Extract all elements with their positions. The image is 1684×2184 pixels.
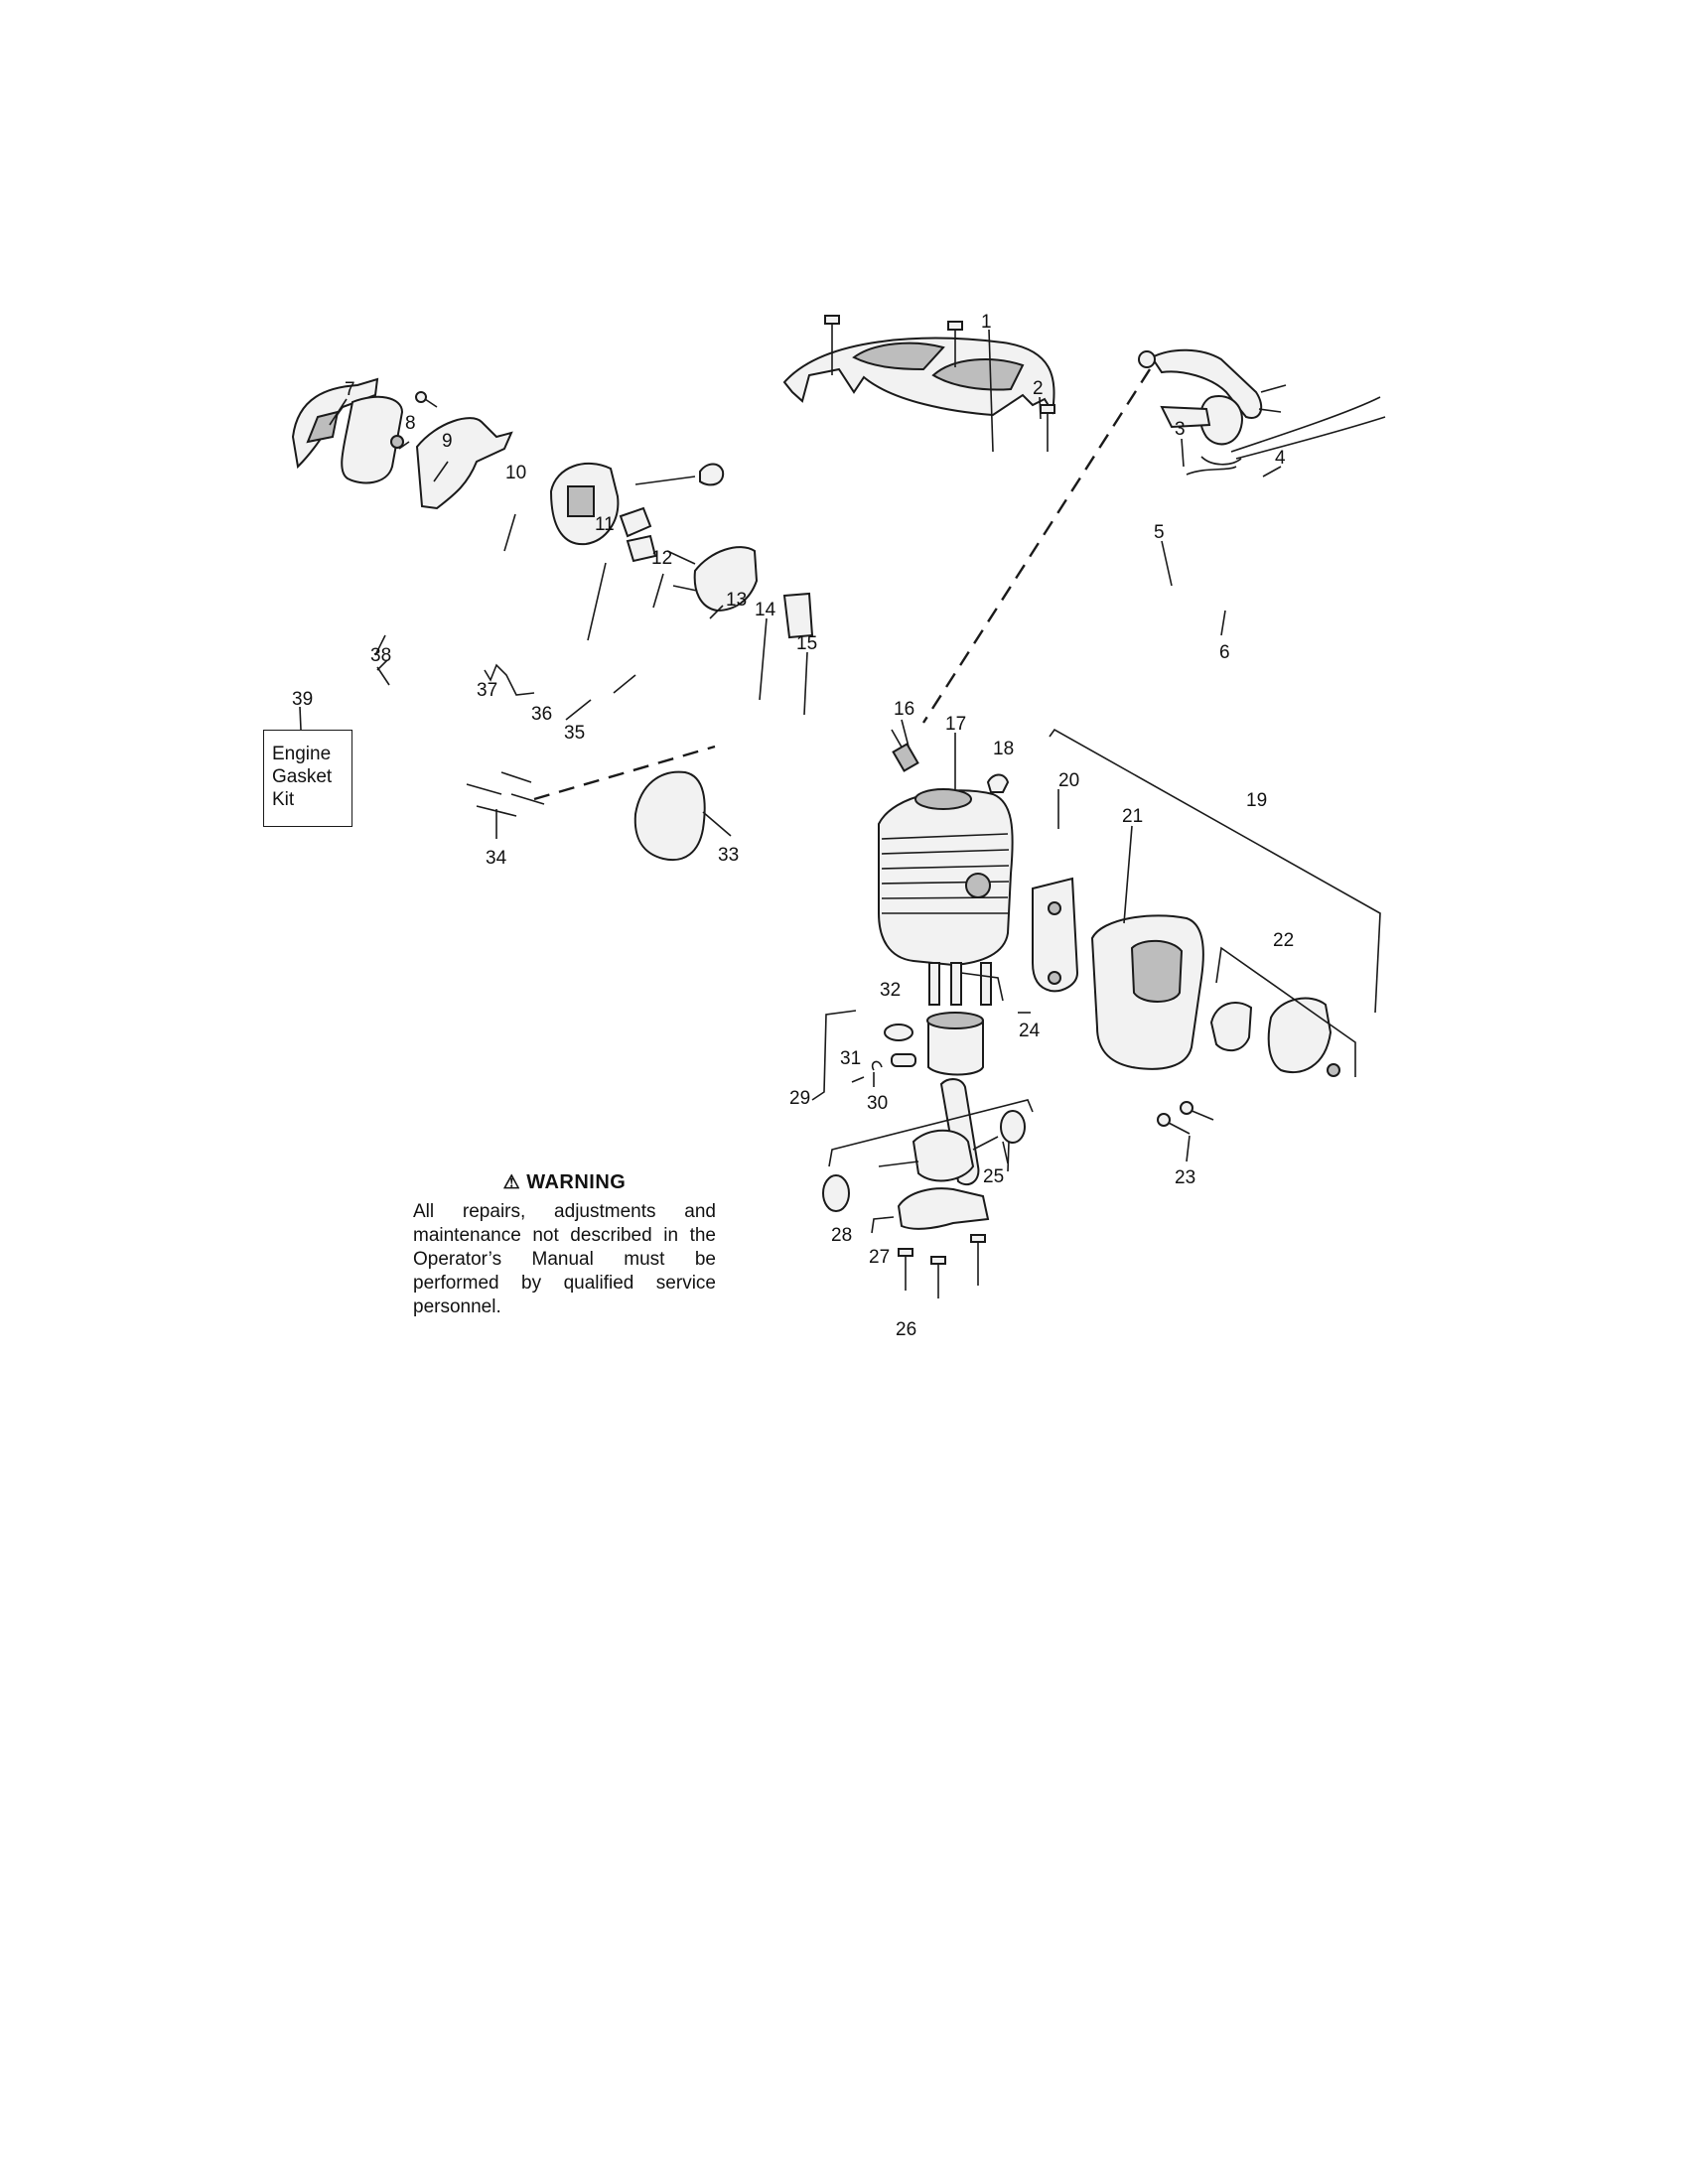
- part-label-4: 4: [1275, 448, 1286, 469]
- cylinder-studs: [928, 962, 992, 1006]
- spark-plug-clip: [986, 773, 1010, 793]
- intake-fitting: [699, 463, 725, 486]
- cylinder: [878, 788, 1014, 967]
- part-label-16: 16: [894, 699, 914, 720]
- warning-heading: ⚠WARNING: [413, 1171, 716, 1194]
- part-label-39: 39: [292, 689, 313, 710]
- part-label-25: 25: [983, 1166, 1004, 1187]
- kit-box-line-1: Engine: [272, 744, 332, 764]
- intake-gasket: [782, 592, 814, 639]
- kit-box-line-3: Kit: [272, 789, 295, 810]
- warning-notice: ⚠WARNING All repairs, adjustments and ma…: [413, 1171, 716, 1319]
- part-label-5: 5: [1154, 522, 1165, 543]
- warning-triangle-icon: ⚠: [502, 1172, 521, 1193]
- ignition-module: [1138, 348, 1287, 446]
- crank-bearing-left: [822, 1174, 850, 1212]
- part-label-20: 20: [1058, 770, 1079, 791]
- muffler-bolts: [1157, 1101, 1214, 1135]
- part-label-35: 35: [564, 723, 585, 744]
- muffler-group-bracket: [1049, 728, 1381, 1014]
- part-label-6: 6: [1219, 642, 1230, 663]
- intake-dashed-line: [533, 745, 716, 801]
- part-label-34: 34: [486, 848, 507, 869]
- part-label-21: 21: [1122, 806, 1143, 827]
- part-label-3: 3: [1175, 419, 1186, 440]
- part-label-29: 29: [789, 1088, 810, 1109]
- part-label-27: 27: [869, 1247, 890, 1268]
- part-label-32: 32: [880, 980, 901, 1001]
- impulse-hose: [619, 506, 652, 538]
- part-label-33: 33: [718, 845, 739, 866]
- air-filter: [341, 395, 404, 484]
- kit-box-line-2: Gasket: [272, 766, 333, 787]
- cylinder-stud-bracket: [960, 972, 1004, 1002]
- part-label-9: 9: [442, 431, 453, 452]
- muffler-nut: [1327, 1063, 1340, 1077]
- part-label-7: 7: [345, 379, 355, 400]
- ground-bracket: [1160, 405, 1211, 429]
- crankcase: [897, 1187, 990, 1230]
- part-label-26: 26: [896, 1319, 916, 1340]
- piston-ring: [884, 1024, 913, 1041]
- crankcase-bracket: [871, 1216, 895, 1234]
- part-label-12: 12: [651, 548, 672, 569]
- crankcase-screws: [898, 1234, 986, 1298]
- part-label-24: 24: [1019, 1021, 1041, 1041]
- part-label-22: 22: [1273, 930, 1294, 951]
- intake-bolts: [466, 771, 545, 817]
- shroud-screws: [824, 315, 1055, 452]
- intake-manifold: [693, 546, 759, 613]
- part-label-15: 15: [796, 633, 817, 654]
- part-label-11: 11: [595, 514, 615, 535]
- crank-bearing-right: [1000, 1110, 1026, 1144]
- part-label-37: 37: [477, 680, 497, 701]
- piston-clip: [871, 1060, 883, 1071]
- muffler-cover: [1267, 997, 1333, 1074]
- part-label-17: 17: [945, 714, 966, 735]
- part-label-13: 13: [726, 590, 747, 611]
- crank-group-bracket: [828, 1099, 1034, 1167]
- engine-gasket-kit-box: Engine Gasket Kit: [263, 730, 352, 827]
- part-label-19: 19: [1246, 790, 1267, 811]
- muffler-cover-bracket: [1215, 946, 1356, 1077]
- spark-arrestor: [1209, 1002, 1253, 1052]
- muffler-gasket: [1032, 877, 1079, 993]
- part-label-14: 14: [755, 600, 776, 620]
- wire-harness: [1186, 396, 1386, 476]
- carburetor-gasket: [626, 534, 657, 563]
- warning-title: WARNING: [526, 1171, 627, 1193]
- muffler-face: [1130, 939, 1184, 1003]
- leader-lines: [299, 329, 1282, 1172]
- spark-plug: [891, 729, 919, 772]
- warning-text: All repairs, adjustments and maintenance…: [413, 1201, 716, 1317]
- part-label-28: 28: [831, 1225, 852, 1246]
- part-label-23: 23: [1175, 1167, 1195, 1188]
- throttle-rod: [484, 663, 535, 696]
- intake-boot-gasket: [633, 770, 706, 862]
- carburetor-body: [567, 485, 595, 517]
- piston-group-bracket: [811, 1010, 857, 1101]
- part-label-2: 2: [1033, 378, 1044, 399]
- part-label-31: 31: [840, 1048, 861, 1069]
- choke-rod: [634, 476, 696, 485]
- piston-pin: [891, 1053, 916, 1067]
- cylinder-shroud: [782, 337, 1055, 417]
- part-label-18: 18: [993, 739, 1014, 759]
- filter-screw: [415, 391, 438, 408]
- part-label-36: 36: [531, 704, 552, 725]
- ignition-lead-dashed: [921, 368, 1152, 724]
- filter-nut: [390, 435, 404, 449]
- part-label-30: 30: [867, 1093, 888, 1114]
- part-label-1: 1: [981, 312, 992, 333]
- crankshaft: [878, 1078, 999, 1186]
- part-label-38: 38: [370, 645, 391, 666]
- part-label-8: 8: [405, 413, 416, 434]
- filter-base: [415, 417, 513, 510]
- part-label-10: 10: [505, 463, 526, 483]
